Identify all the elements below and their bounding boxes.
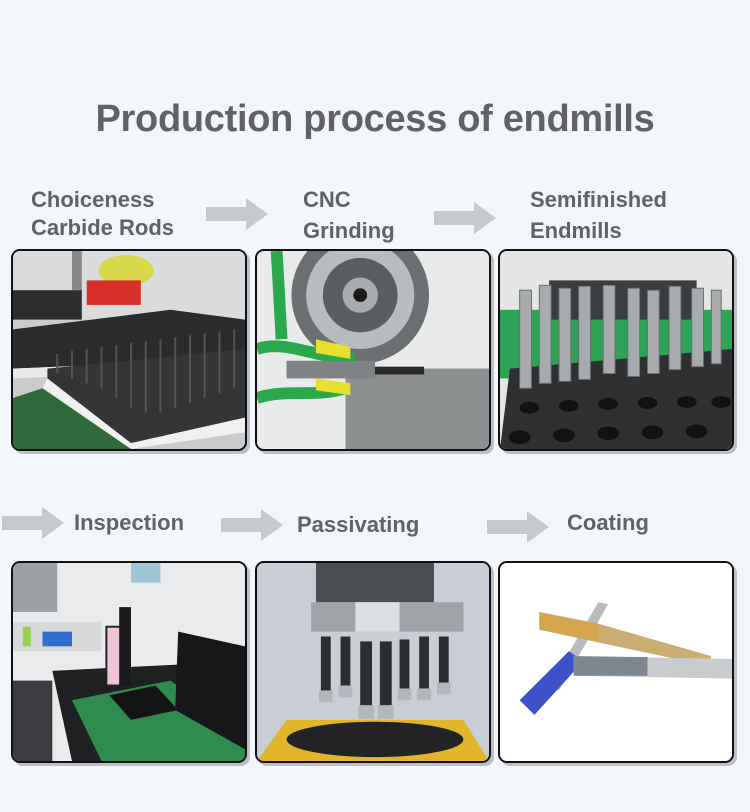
step-label-carbide-rods: Choiceness Carbide Rods (31, 186, 174, 242)
semifinished-endmills-photo (498, 249, 734, 451)
step-label-line: Carbide Rods (31, 215, 175, 240)
inspection-photo (11, 561, 247, 763)
arrow-right-icon (206, 198, 268, 230)
arrow-right-icon (434, 202, 496, 234)
step-label-line: Endmills (530, 218, 622, 243)
step-label-semifinished-endmills: Semifinished Endmills (530, 186, 667, 245)
arrow-right-icon (487, 511, 549, 543)
step-label-cnc-grinding: CNC Grinding (303, 186, 395, 245)
step-label-line: Semifinished (530, 187, 667, 212)
page-title: Production process of endmills (95, 98, 655, 140)
cnc-grinding-photo (255, 249, 491, 451)
carbide-rods-photo (11, 249, 247, 451)
step-label-line: CNC (303, 187, 351, 212)
passivating-photo (255, 561, 491, 763)
step-label-line: Choiceness (31, 187, 155, 212)
step-label-passivating: Passivating (297, 512, 420, 537)
arrow-right-icon (2, 507, 64, 539)
step-label-inspection: Inspection (74, 510, 185, 535)
coating-photo (498, 561, 734, 763)
step-label-line: Grinding (303, 218, 395, 243)
step-label-coating: Coating (567, 510, 649, 535)
arrow-right-icon (221, 509, 283, 541)
